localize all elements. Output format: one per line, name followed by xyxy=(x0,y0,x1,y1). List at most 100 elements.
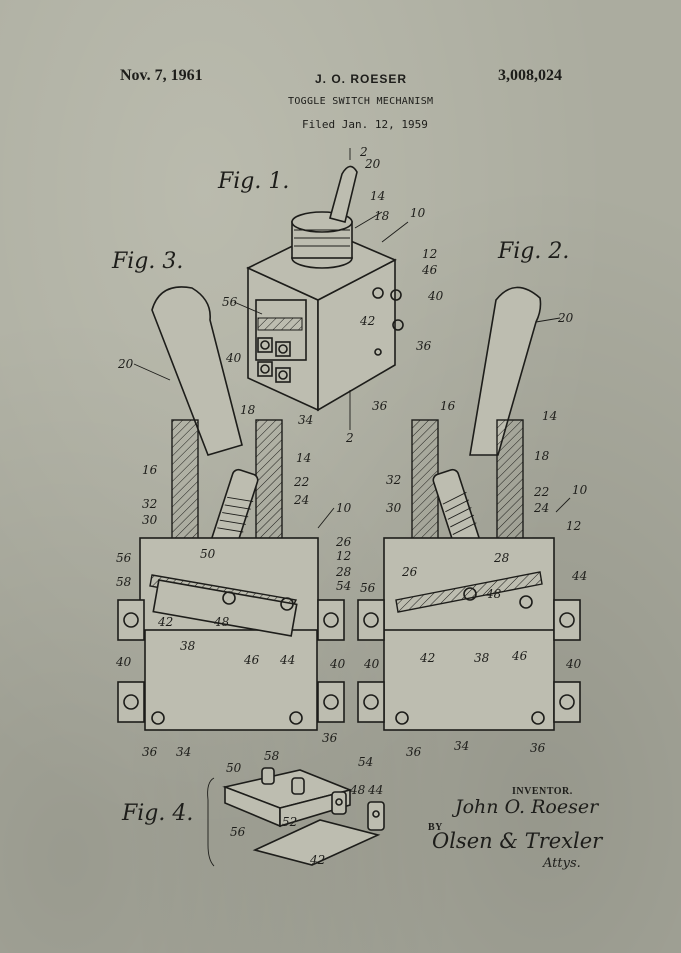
fig3-housing-lower xyxy=(144,629,318,731)
ref-numeral: 16 xyxy=(142,463,158,477)
fig2-rocker-contact xyxy=(395,571,543,613)
fig1-label: Fig. 1. xyxy=(217,169,289,194)
ref-numeral: 24 xyxy=(533,501,549,515)
fig1-reference-numerals: 2 20 14 18 10 12 46 40 56 42 40 36 34 36… xyxy=(222,145,444,445)
fig4-label: Fig. 4. xyxy=(121,801,193,826)
ref-numeral: 40 xyxy=(363,657,380,671)
fig3-reference-numerals: 20 18 16 14 22 24 32 30 10 26 12 28 56 5… xyxy=(115,357,352,759)
ref-numeral: 46 xyxy=(243,653,260,667)
ref-numeral: 40 xyxy=(565,657,582,671)
ref-numeral: 42 xyxy=(309,853,325,867)
ref-numeral: 44 xyxy=(279,653,295,667)
fig4-reference-numerals: 50 58 54 48 44 56 52 42 xyxy=(226,749,383,867)
by-label: BY xyxy=(428,822,443,833)
ref-numeral: 30 xyxy=(142,513,158,527)
ref-numeral: 54 xyxy=(336,579,351,593)
ref-numeral: 56 xyxy=(116,551,132,565)
patent-number: 3,008,024 xyxy=(498,67,562,84)
ref-numeral: 18 xyxy=(534,449,550,463)
ref-numeral: 56 xyxy=(230,825,246,839)
patent-date: Nov. 7, 1961 xyxy=(120,67,203,84)
ref-numeral: 20 xyxy=(557,311,574,325)
ref-numeral: 12 xyxy=(336,549,351,563)
ref-numeral: 18 xyxy=(374,209,390,223)
fig1-lever xyxy=(329,165,358,223)
ref-numeral: 12 xyxy=(422,247,437,261)
ref-numeral: 24 xyxy=(293,493,309,507)
leader-lines xyxy=(133,211,571,529)
ref-numeral: 34 xyxy=(298,413,313,427)
patent-title: TOGGLE SWITCH MECHANISM xyxy=(288,96,434,107)
ref-numeral: 40 xyxy=(115,655,132,669)
ref-numeral: 44 xyxy=(571,569,587,583)
ref-numeral: 20 xyxy=(117,357,134,371)
ref-numeral: 14 xyxy=(296,451,311,465)
ref-numeral: 40 xyxy=(225,351,242,365)
ref-numeral: 14 xyxy=(542,409,557,423)
ref-numeral: 12 xyxy=(566,519,581,533)
ref-numeral: 32 xyxy=(142,497,157,511)
ref-numeral: 48 xyxy=(485,587,502,601)
fig2-reference-numerals: 20 16 14 18 22 24 10 12 32 30 26 28 56 4… xyxy=(360,311,588,759)
ref-numeral: 36 xyxy=(406,745,422,759)
ref-numeral: 46 xyxy=(511,649,528,663)
figure-2-drawing xyxy=(357,286,581,731)
ref-numeral: 18 xyxy=(240,403,256,417)
ref-numeral: 56 xyxy=(360,581,376,595)
ref-numeral: 20 xyxy=(364,157,381,171)
ref-numeral: 40 xyxy=(427,289,444,303)
ref-numeral: 50 xyxy=(226,761,242,775)
ref-numeral: 40 xyxy=(329,657,346,671)
ref-numeral: 46 xyxy=(421,263,438,277)
ref-numeral: 14 xyxy=(370,189,385,203)
fig3-lever xyxy=(151,286,243,456)
ref-numeral: 50 xyxy=(200,547,216,561)
ref-numeral: 28 xyxy=(335,565,352,579)
attorney-signature: Olsen & Trexler xyxy=(432,829,603,853)
ref-numeral: 42 xyxy=(359,314,375,328)
ref-numeral: 36 xyxy=(530,741,546,755)
figure-4-drawing xyxy=(207,767,385,867)
ref-numeral: 48 xyxy=(349,783,366,797)
ref-numeral: 10 xyxy=(336,501,352,515)
ref-numeral: 22 xyxy=(533,485,549,499)
figure-1-drawing xyxy=(246,148,404,430)
ref-numeral: 48 xyxy=(213,615,230,629)
ref-numeral: 26 xyxy=(335,535,352,549)
fig1-terminals xyxy=(257,337,291,383)
ref-numeral: 2 xyxy=(345,431,354,445)
filed-date: Filed Jan. 12, 1959 xyxy=(302,118,428,131)
ref-numeral: 22 xyxy=(293,475,309,489)
ref-numeral: 32 xyxy=(386,473,401,487)
ref-numeral: 16 xyxy=(440,399,456,413)
ref-numeral: 36 xyxy=(372,399,388,413)
ref-numeral: 42 xyxy=(419,651,435,665)
ref-numeral: 34 xyxy=(176,745,191,759)
ref-numeral: 34 xyxy=(454,739,469,753)
ref-numeral: 38 xyxy=(474,651,490,665)
fig2-lever xyxy=(469,286,542,456)
ref-numeral: 42 xyxy=(157,615,173,629)
inventor-signature: John O. Roeser xyxy=(455,796,599,818)
ref-numeral: 2 xyxy=(359,145,368,159)
ref-numeral: 54 xyxy=(358,755,373,769)
ref-numeral: 26 xyxy=(401,565,418,579)
inventor-label: INVENTOR. xyxy=(512,786,573,797)
ref-numeral: 10 xyxy=(572,483,588,497)
fig4-contact-plate xyxy=(252,819,381,866)
ref-numeral: 28 xyxy=(493,551,510,565)
ref-numeral: 38 xyxy=(180,639,196,653)
ref-numeral: 56 xyxy=(222,295,238,309)
ref-numeral: 30 xyxy=(386,501,402,515)
figure-3-drawing xyxy=(117,286,345,731)
attys-label: Attys. xyxy=(543,856,581,871)
ref-numeral: 58 xyxy=(264,749,280,763)
inventor-name: J. O. ROESER xyxy=(315,72,408,86)
ref-numeral: 52 xyxy=(282,815,297,829)
fig2-label: Fig. 2. xyxy=(497,239,569,264)
fig3-label: Fig. 3. xyxy=(111,249,183,274)
ref-numeral: 10 xyxy=(410,206,426,220)
fig2-housing-lower xyxy=(383,629,555,731)
